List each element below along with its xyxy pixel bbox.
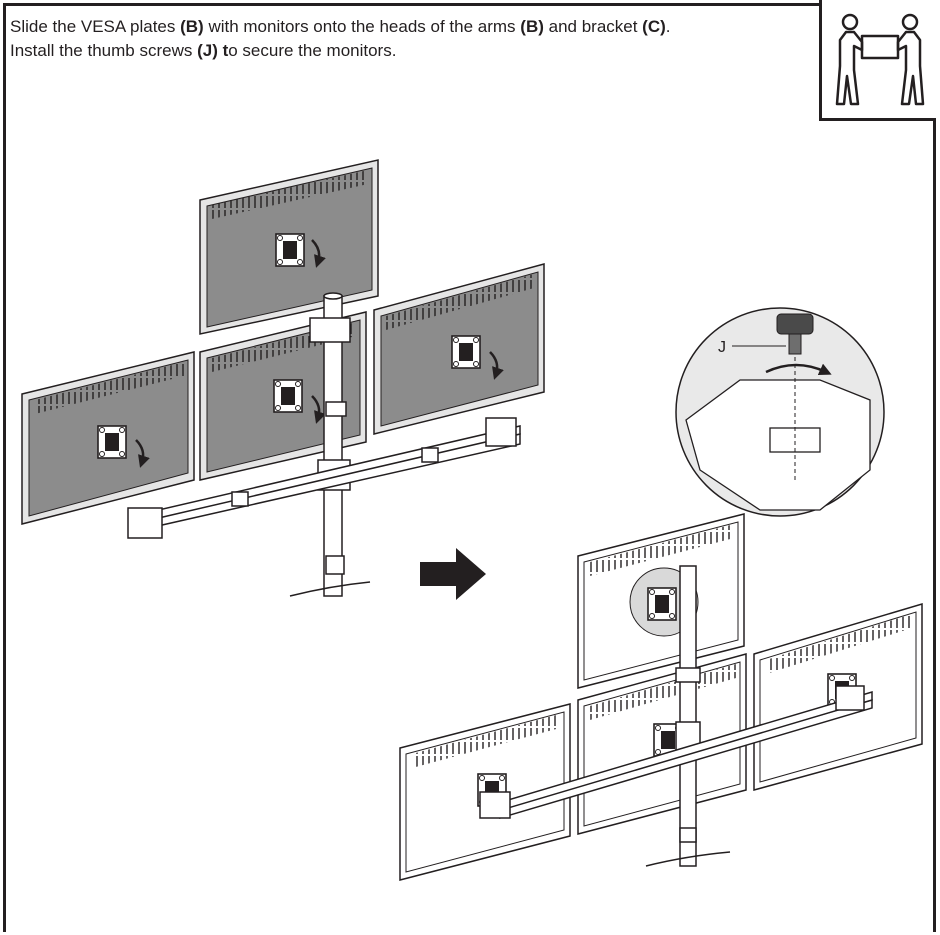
instruction-text: Slide the VESA plates (B) with monitors … xyxy=(10,17,671,60)
monitor-left xyxy=(21,351,195,525)
pole-and-arms-lower xyxy=(479,565,873,867)
callout-label-j: J xyxy=(718,339,726,356)
monitor-top-left-group xyxy=(199,159,379,335)
page-frame xyxy=(3,3,936,932)
two-person-lift-icon xyxy=(835,13,925,106)
right-arrow-icon xyxy=(420,548,486,600)
monitor-lower-center xyxy=(577,653,747,835)
two-person-lift-box xyxy=(819,0,936,121)
monitor-right xyxy=(373,263,545,435)
rotate-clockwise-icon xyxy=(765,363,832,376)
pole-and-arms-upper xyxy=(127,292,521,597)
thumb-screw-callout xyxy=(675,307,885,517)
